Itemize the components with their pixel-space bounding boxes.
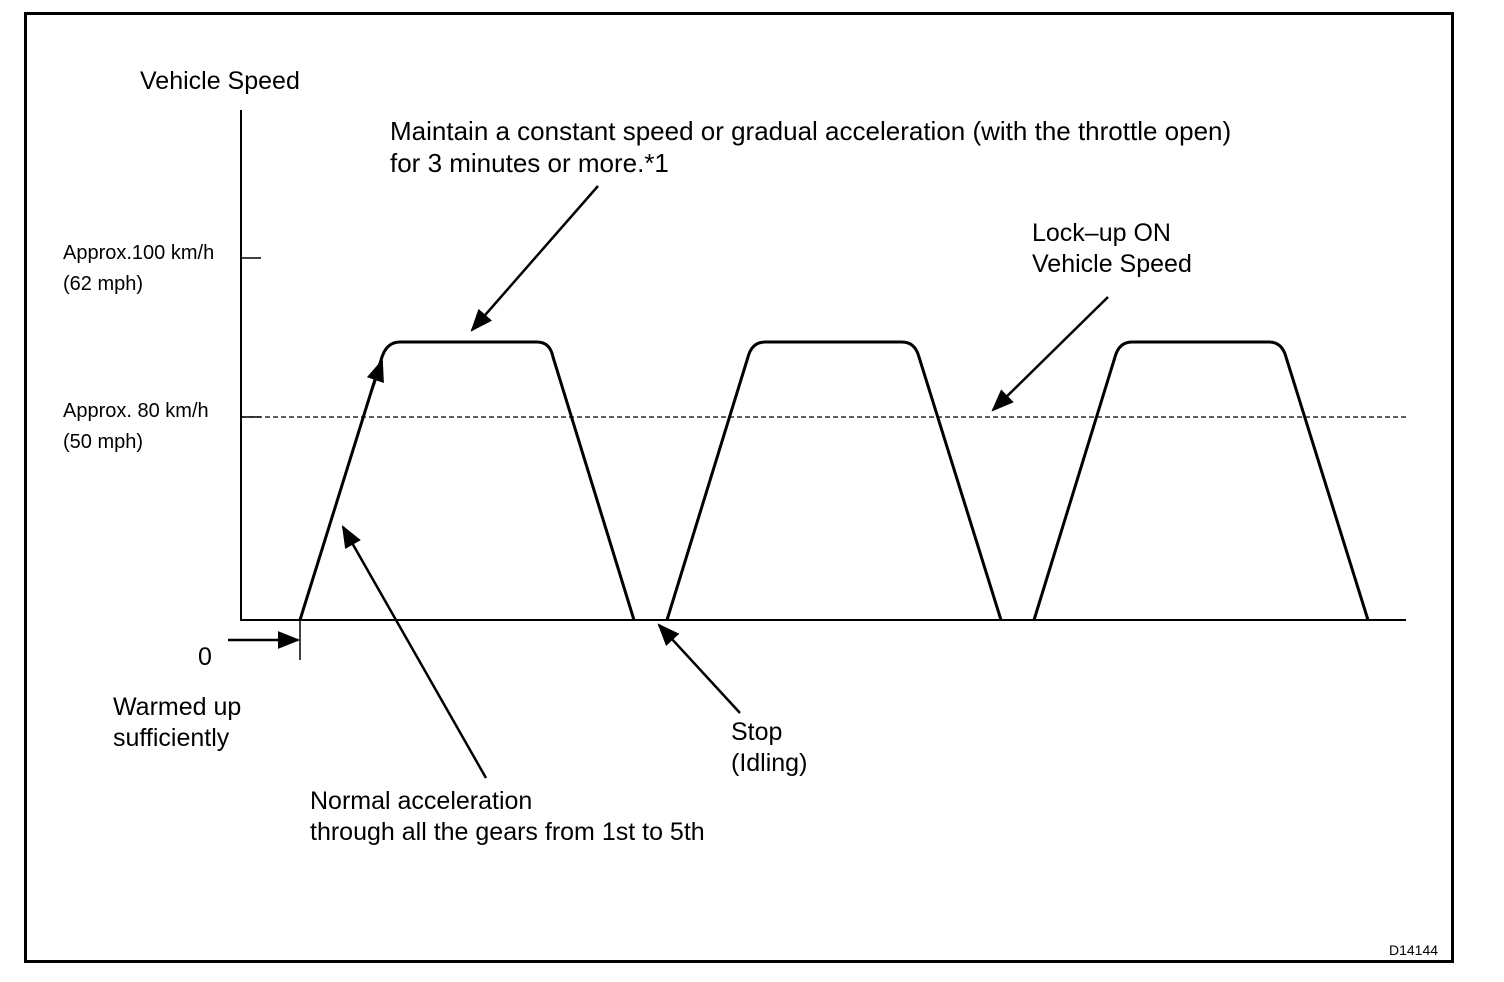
figure-frame — [24, 12, 1454, 963]
tick-label-100: Approx.100 km/h (62 mph) — [63, 242, 215, 295]
y-axis-title: Vehicle Speed — [140, 67, 300, 95]
figure-id: D14144 — [1389, 942, 1439, 958]
stop-arrow — [657, 623, 741, 714]
stop-note: Stop (Idling) — [731, 718, 808, 777]
speed-profile-cycle-2 — [665, 340, 1003, 621]
lockup-arrow — [991, 296, 1109, 412]
zero-label: 0 — [198, 643, 212, 671]
accel-arrow-on-curve — [366, 358, 384, 391]
maintain-arrow — [470, 185, 599, 332]
speed-profile-cycle-1 — [298, 340, 636, 621]
warmed-note: Warmed up sufficiently — [113, 693, 242, 752]
normal-accel-note: Normal acceleration through all the gear… — [310, 787, 705, 846]
speed-profile-cycle-3 — [1032, 340, 1370, 621]
normal-accel-arrow — [341, 525, 488, 779]
tick-label-80: Approx. 80 km/h (50 mph) — [63, 400, 209, 453]
maintain-note: Maintain a constant speed or gradual acc… — [390, 116, 1232, 178]
lockup-note: Lock–up ON Vehicle Speed — [1032, 219, 1192, 278]
